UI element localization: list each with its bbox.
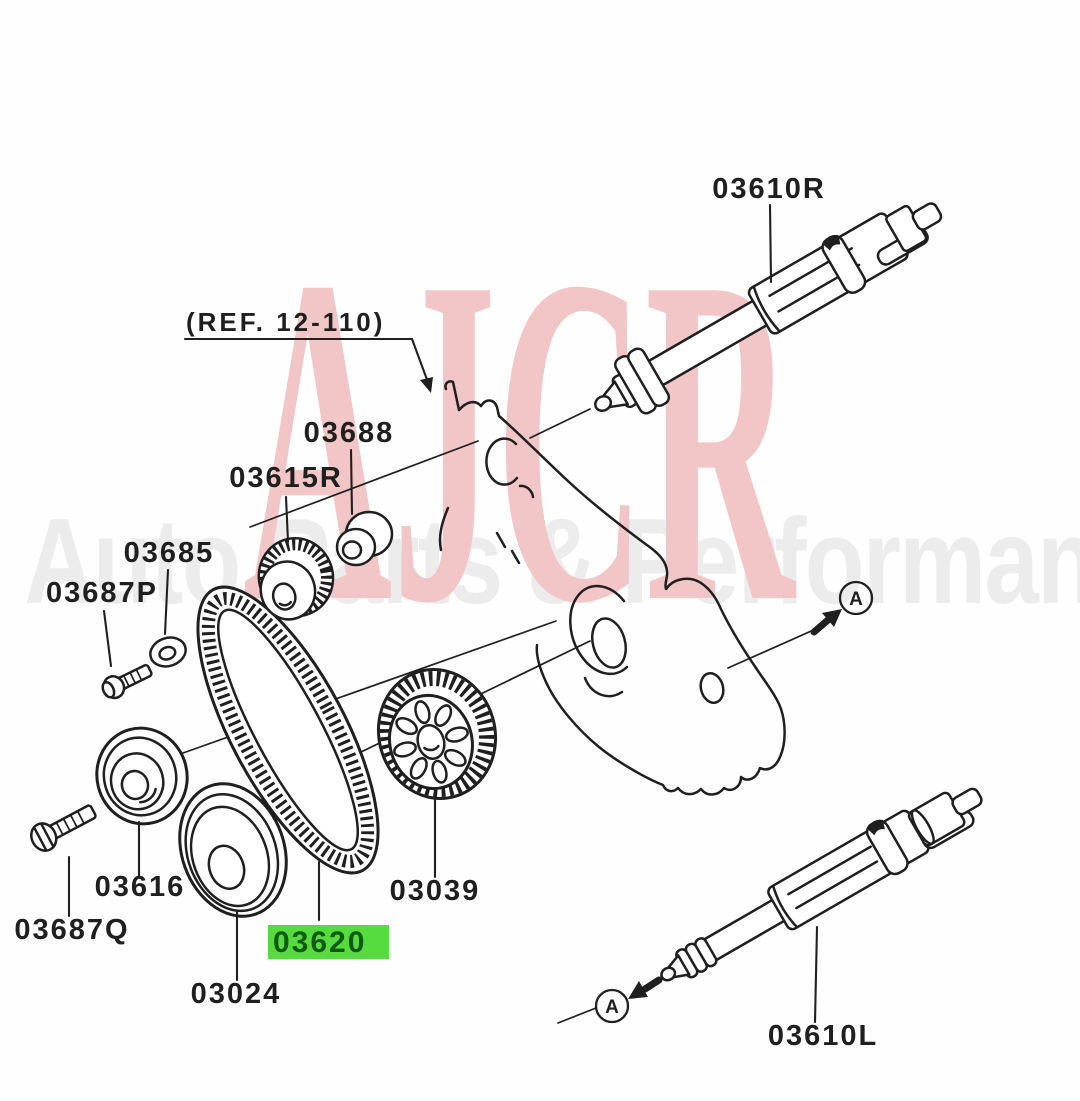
part-label-03615R: 03615R [229, 462, 343, 494]
part-labels: 03610R 03688 03615R 03685 03687P 03616 0… [14, 173, 878, 1052]
part-label-03610R: 03610R [712, 173, 826, 205]
spacer-roller [335, 510, 394, 567]
highlight-box [268, 925, 389, 959]
part-label-03687Q: 03687Q [14, 914, 129, 946]
balance-shaft-left [660, 787, 983, 982]
part-label-03616: 03616 [95, 871, 186, 903]
part-label-03024: 03024 [191, 978, 282, 1010]
balance-shaft-right [594, 202, 943, 415]
part-label-03687P: 03687P [46, 577, 158, 609]
oil-pump-sprocket [376, 668, 498, 800]
watermark-tagline: Auto Parts & Performance [24, 493, 1080, 629]
view-marker-a-top: A [810, 580, 874, 636]
bolt-p [101, 663, 153, 700]
watermark-brand: AJCR [243, 179, 795, 700]
tensioner-pulley [95, 726, 189, 826]
reference-note: (REF. 12-110) [183, 307, 433, 393]
view-marker-a-bottom: A [594, 976, 663, 1024]
leader-lines [67, 203, 819, 1024]
part-label-03688: 03688 [304, 417, 395, 449]
part-label-03610L: 03610L [768, 1020, 878, 1052]
engine-front-case [438, 380, 786, 796]
reference-note-label: (REF. 12-110) [186, 307, 385, 337]
washer [149, 636, 187, 668]
part-label-03620-highlighted: 03620 [273, 926, 366, 959]
view-marker-a-top-label: A [849, 589, 863, 610]
sprocket-right [257, 537, 335, 621]
crank-sprocket [178, 782, 288, 918]
view-marker-a-bottom-label: A [605, 997, 619, 1018]
part-label-03039: 03039 [390, 875, 481, 907]
timing-belt [196, 585, 380, 875]
highlighted-part: 03620 [268, 925, 389, 959]
part-label-03685: 03685 [124, 537, 215, 569]
bolt-q [30, 804, 97, 852]
